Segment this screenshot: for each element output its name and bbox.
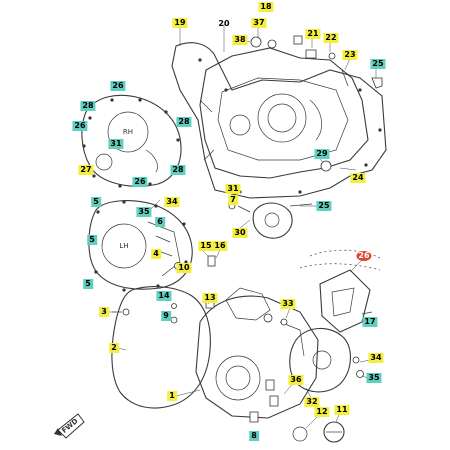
callout-16: 16 (212, 241, 228, 251)
callout-25-mid: 25 (316, 201, 332, 211)
callout-28-b: 28 (176, 117, 192, 127)
pump-30 (252, 202, 293, 239)
callout-35-b: 35 (366, 373, 382, 383)
callout-17: 17 (362, 317, 378, 327)
callout-37: 37 (251, 18, 267, 28)
leader-lines (108, 24, 377, 429)
cap-11 (323, 421, 345, 443)
callout-9: 9 (161, 311, 171, 321)
callout-36: 36 (288, 375, 304, 385)
callout-7: 7 (228, 195, 238, 205)
callout-23: 23 (342, 50, 358, 60)
callout-38: 38 (232, 35, 248, 45)
callout-26-a: 26 (110, 81, 126, 91)
gasket-19 (171, 42, 387, 199)
callout-2: 2 (109, 343, 119, 353)
callout-29: 29 (314, 149, 330, 159)
rh-cover (81, 94, 182, 187)
callout-26-c: 26 (132, 177, 148, 187)
gasket-2 (111, 286, 211, 409)
callout-14: 14 (156, 291, 172, 301)
fwd-arrow (54, 413, 85, 439)
callout-5-b: 5 (87, 235, 97, 245)
callout-5-a: 5 (91, 197, 101, 207)
callout-20: 20 (218, 19, 230, 28)
cover-1 (195, 295, 319, 419)
callout-3: 3 (99, 307, 109, 317)
callout-5-c: 5 (83, 279, 93, 289)
oring-12 (292, 426, 308, 442)
bracket-8 (319, 269, 371, 333)
callout-18: 18 (258, 2, 274, 12)
callout-15: 15 (198, 241, 214, 251)
callout-8: 8 (249, 431, 259, 441)
callout-34-b: 34 (368, 353, 384, 363)
callout-11: 11 (334, 405, 350, 415)
callout-19: 19 (172, 18, 188, 28)
callout-12: 12 (314, 407, 330, 417)
lh-cover-label: LH (119, 242, 129, 250)
callout-31-b: 31 (225, 184, 241, 194)
callout-6: 6 (155, 217, 165, 227)
callout-28-a: 28 (80, 101, 96, 111)
callout-4: 4 (151, 249, 161, 259)
callout-10: 10 (176, 263, 192, 273)
lh-cover (88, 200, 193, 290)
callout-35: 35 (136, 207, 152, 217)
callout-27: 27 (78, 165, 94, 175)
callout-34: 34 (164, 197, 180, 207)
callout-21: 21 (305, 29, 321, 39)
callout-33: 33 (280, 299, 296, 309)
callout-25-top: 25 (370, 59, 386, 69)
rh-cover-label: RH (122, 128, 134, 136)
callout-26-b: 26 (72, 121, 88, 131)
plate-32 (289, 327, 351, 393)
callout-26-red: 26 (356, 251, 372, 261)
callout-28-c: 28 (170, 165, 186, 175)
rh-cover-bolts (82, 98, 180, 188)
callout-1: 1 (167, 391, 177, 401)
callout-24: 24 (350, 173, 366, 183)
callout-22: 22 (323, 33, 339, 43)
callout-30: 30 (232, 228, 248, 238)
callout-31: 31 (108, 139, 124, 149)
crankcase-body (199, 47, 369, 179)
callout-32: 32 (304, 397, 320, 407)
callout-13: 13 (202, 293, 218, 303)
